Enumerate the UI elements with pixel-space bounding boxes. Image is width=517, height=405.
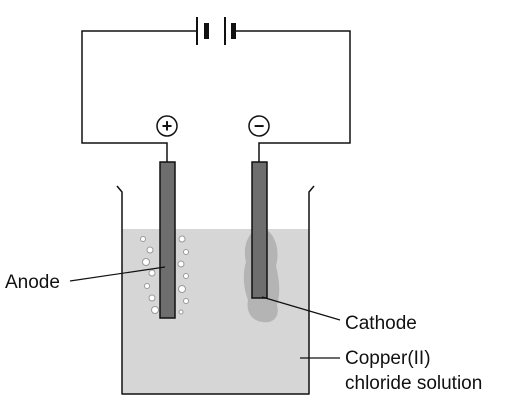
wire-right xyxy=(235,30,351,162)
cathode-label: Cathode xyxy=(345,313,417,334)
gas-bubbles xyxy=(140,235,189,315)
wire-left xyxy=(81,30,197,162)
beaker xyxy=(116,185,315,395)
negative-sign: − xyxy=(254,116,265,136)
leader-lines xyxy=(69,266,341,359)
positive-sign: + xyxy=(162,116,173,136)
circuit-wires xyxy=(81,30,351,162)
positive-terminal: + xyxy=(156,115,178,137)
negative-terminal: − xyxy=(248,115,270,137)
anode-label: Anode xyxy=(5,272,60,293)
battery xyxy=(196,17,236,45)
anode-electrode xyxy=(159,161,176,319)
cathode-electrode xyxy=(251,161,268,299)
solution xyxy=(122,229,309,394)
solution-label-line1: Copper(II) xyxy=(345,348,431,369)
solution-label-line2: chloride solution xyxy=(345,373,482,394)
